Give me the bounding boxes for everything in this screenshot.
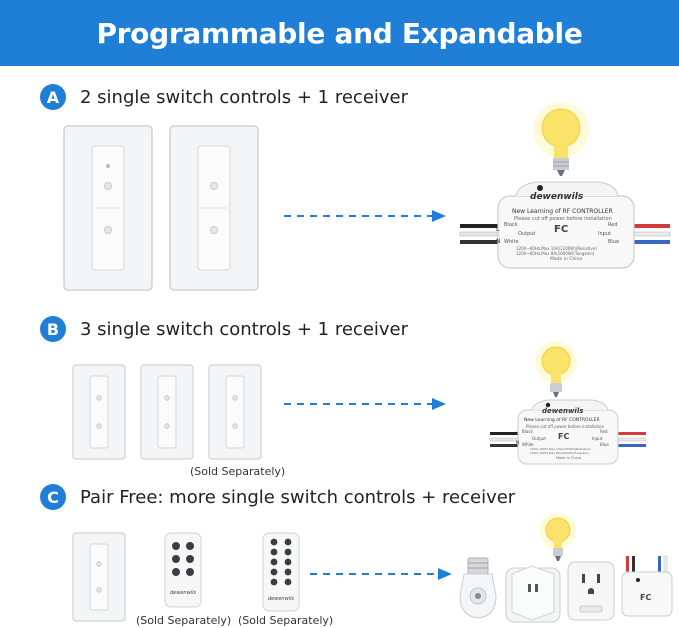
section-c-title: Pair Free: more single switch controls +… bbox=[80, 486, 516, 508]
receiver-a-label-n: N bbox=[496, 238, 501, 245]
receiver-b-wire-left-3: White bbox=[522, 442, 534, 447]
section-a-header: A 2 single switch controls + 1 receiver bbox=[40, 84, 408, 110]
receiver-b-rating-1: 120V~60Hz,Max 10A(1200W)(Resistive) bbox=[530, 447, 591, 451]
fcc-mark-icon: FC bbox=[640, 593, 651, 602]
receiver-a-brand: dewenwils bbox=[530, 192, 584, 202]
receiver-b-label-n: N bbox=[516, 441, 520, 446]
fcc-mark-icon: FC bbox=[554, 224, 569, 235]
inline-receiver: FC bbox=[621, 555, 673, 617]
wall-switch-5 bbox=[208, 364, 262, 460]
receiver-b-wire-left-2: Output bbox=[532, 436, 546, 441]
light-bulb-icon bbox=[533, 102, 589, 176]
receiver-a-wire-right-1: Red bbox=[608, 222, 618, 228]
section-a-title: 2 single switch controls + 1 receiver bbox=[80, 86, 409, 108]
wall-switch-1 bbox=[63, 125, 153, 291]
section-c-sold-separately-1: (Sold Separately) bbox=[136, 614, 232, 627]
section-b-header: B 3 single switch controls + 1 receiver bbox=[40, 316, 408, 342]
plug-in-receiver-1 bbox=[505, 565, 561, 623]
receiver-b-model: New Learning of RF CONTROLLER bbox=[524, 418, 600, 423]
remote-control-2 bbox=[262, 532, 300, 612]
dashed-arrow-icon bbox=[310, 568, 452, 580]
section-b-sold-separately: (Sold Separately) bbox=[190, 465, 286, 478]
wall-switch-4 bbox=[140, 364, 194, 460]
light-bulb-icon bbox=[540, 513, 576, 561]
receiver-a-wire-right-2: Input bbox=[598, 231, 611, 237]
receiver-a-rating-2: 120V~60Hz,Max 8A(1000W)(Tungsten) bbox=[516, 251, 595, 256]
receiver-b-wire-right-3: Blue bbox=[600, 442, 609, 447]
receiver-a-rating-1: 120V~60Hz,Max 10A(1200W)(Resistive) bbox=[516, 246, 597, 251]
light-bulb-icon bbox=[535, 341, 577, 397]
remote-2-brand: dewenwils bbox=[268, 596, 295, 602]
wall-switch-6 bbox=[72, 532, 126, 622]
receiver-a: dewenwils New Learning of RF CONTROLLER … bbox=[458, 176, 672, 279]
receiver-a-wire-right-3: Blue bbox=[608, 239, 620, 245]
section-c-sold-separately-2: (Sold Separately) bbox=[238, 614, 334, 627]
receiver-a-wire-left-2: Output bbox=[518, 231, 536, 237]
remote-control-1 bbox=[164, 532, 202, 608]
remote-1-brand: dewenwils bbox=[170, 590, 197, 596]
bulb-socket-adapter bbox=[459, 557, 497, 619]
receiver-b: dewenwils New Learning of RF CONTROLLER … bbox=[488, 396, 648, 473]
receiver-b-brand: dewenwils bbox=[542, 407, 584, 415]
dashed-arrow-icon bbox=[284, 398, 446, 410]
receiver-a-label-l: L bbox=[496, 226, 500, 233]
receiver-b-origin: Made in China bbox=[556, 456, 581, 460]
section-a-badge: A bbox=[40, 84, 66, 110]
wall-switch-3 bbox=[72, 364, 126, 460]
receiver-b-wire-right-1: Red bbox=[600, 429, 608, 434]
banner: Programmable and Expandable bbox=[0, 0, 679, 66]
receiver-a-wire-left-3: White bbox=[504, 239, 519, 245]
dashed-arrow-icon bbox=[284, 210, 446, 222]
receiver-b-warning: Please cut off power before installation bbox=[526, 424, 605, 429]
section-c-badge: C bbox=[40, 484, 66, 510]
receiver-b-rating-2: 120V~60Hz,Max 8A(1000W)(Tungsten) bbox=[530, 451, 589, 455]
section-b-badge: B bbox=[40, 316, 66, 342]
receiver-b-wire-right-2: Input bbox=[592, 436, 603, 441]
receiver-a-model: New Learning of RF CONTROLLER bbox=[512, 208, 613, 215]
receiver-a-warning: Please cut off power before installation bbox=[514, 216, 612, 222]
wall-switch-2 bbox=[169, 125, 259, 291]
receiver-a-wire-left-1: Black bbox=[504, 222, 518, 228]
receiver-b-label-l: L bbox=[516, 432, 519, 437]
fcc-mark-icon: FC bbox=[558, 432, 570, 441]
section-b-title: 3 single switch controls + 1 receiver bbox=[80, 318, 409, 340]
section-c-header: C Pair Free: more single switch controls… bbox=[40, 484, 515, 510]
receiver-a-origin: Made in China bbox=[550, 257, 583, 262]
receiver-b-wire-left-1: Black bbox=[522, 429, 533, 434]
banner-title: Programmable and Expandable bbox=[96, 16, 583, 50]
plug-in-receiver-2 bbox=[567, 561, 615, 621]
